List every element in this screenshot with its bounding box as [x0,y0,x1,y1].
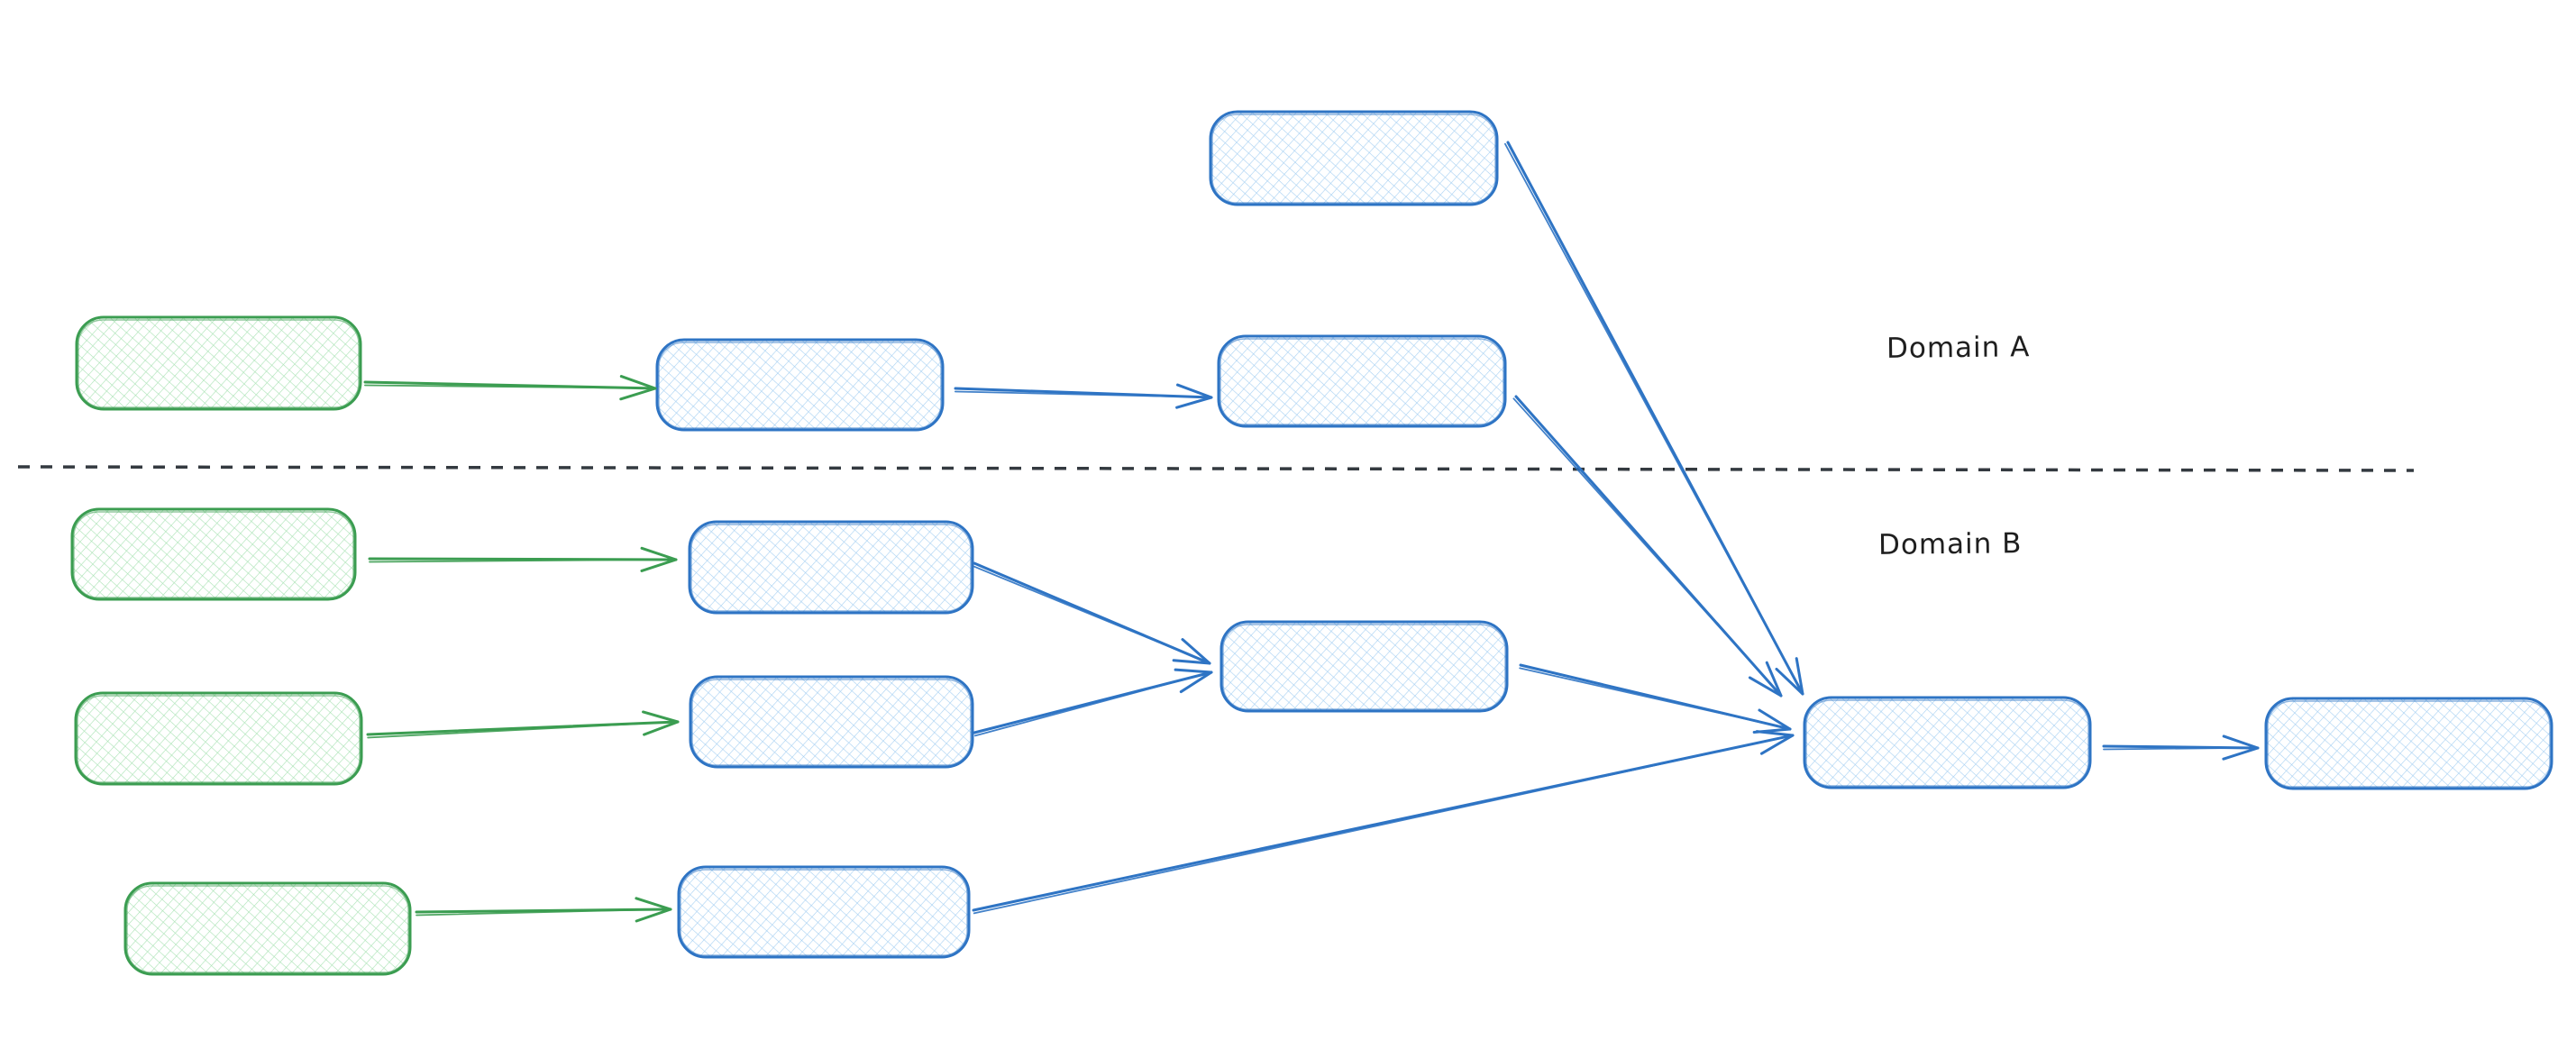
node-b1-step[interactable] [688,520,974,615]
edge-a-source-to-a-step[interactable] [363,375,657,401]
domain-a-label[interactable]: Domain A [1886,331,2031,365]
edge-hub-to-output[interactable] [2102,734,2260,761]
edge-a-step-to-a-step2[interactable] [954,383,1213,409]
node-b2-source[interactable] [74,691,363,786]
node-b1-source[interactable] [70,507,357,601]
node-top-feed[interactable] [1209,110,1499,206]
edge-b2-source-to-b2-step[interactable] [366,710,680,739]
domain-b-label[interactable]: Domain B [1877,527,2023,561]
edge-a-step2-to-hub[interactable] [1512,395,1783,698]
node-hub[interactable] [1803,696,2092,789]
edge-top-feed-to-hub[interactable] [1504,141,1804,696]
node-a-step[interactable] [655,338,945,432]
edge-b3-source-to-b3-step[interactable] [415,897,672,923]
edge-b1-step-to-b-merge[interactable] [972,561,1211,665]
edge-b-merge-to-hub[interactable] [1519,663,1792,734]
node-b-merge[interactable] [1219,620,1509,713]
edge-b1-source-to-b1-step[interactable] [368,546,678,572]
domain-divider-dashed-line[interactable] [17,465,2415,472]
node-a-step2[interactable] [1217,334,1507,428]
node-b2-step[interactable] [689,675,974,769]
node-output[interactable] [2264,697,2553,790]
edge-b3-step-to-hub[interactable] [972,730,1795,915]
edge-b2-step-to-b-merge[interactable] [973,668,1213,737]
node-a-source[interactable] [75,315,362,411]
node-b3-step[interactable] [677,865,971,959]
node-b3-source[interactable] [123,881,412,976]
